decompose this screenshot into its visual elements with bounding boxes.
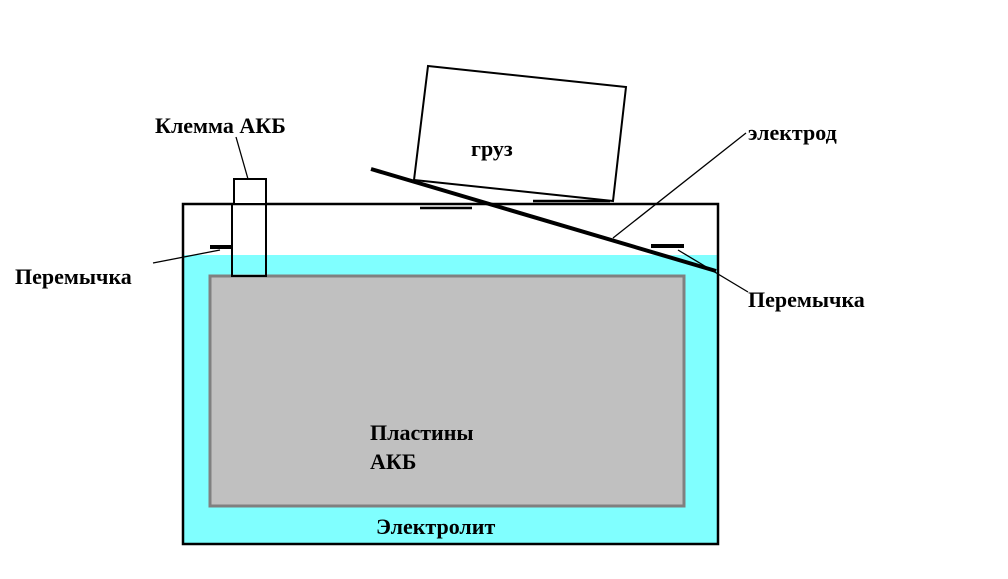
label-plates-line2: АКБ — [370, 449, 416, 474]
battery-case — [181, 202, 720, 546]
leader-jumper-right — [677, 249, 749, 293]
leader-electrode — [612, 132, 747, 239]
label-jumper-right: Перемычка — [748, 287, 865, 312]
label-electrode: электрод — [748, 120, 837, 145]
electrode-rod — [370, 167, 717, 273]
label-electrolyte: Электролит — [376, 514, 495, 539]
label-load: груз — [471, 136, 513, 161]
label-plates-line1: Пластины — [370, 420, 474, 445]
leader-terminal — [235, 136, 249, 180]
terminal-cap — [233, 178, 267, 205]
load-box — [412, 64, 628, 203]
battery-plates-border — [208, 274, 686, 508]
label-jumper-left: Перемычка — [15, 264, 132, 289]
leader-jumper-left — [152, 249, 221, 264]
label-terminal: Клемма АКБ — [155, 113, 286, 138]
battery-plates — [210, 276, 684, 506]
